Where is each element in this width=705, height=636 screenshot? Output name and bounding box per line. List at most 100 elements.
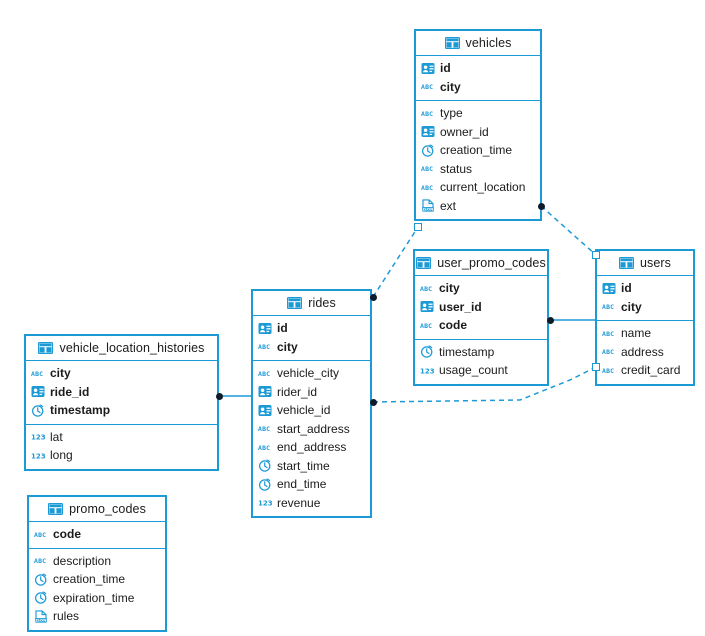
svg-text:ABC: ABC [602,303,614,311]
field-row-user_promo_codes-usage_count[interactable]: 123 usage_count [415,361,547,380]
field-label: description [53,553,112,568]
cardinality-square-vehicles-to-users-to [592,251,600,259]
svg-text:ABC: ABC [258,343,270,351]
entity-header-vehicles[interactable]: vehicles [416,31,540,56]
svg-text:ABC: ABC [421,165,433,173]
primary-key-section: ABC code [29,522,165,549]
field-row-user_promo_codes-user_id[interactable]: user_id [415,298,547,317]
abc-icon: ABC [34,528,48,541]
field-row-vehicles-current_location[interactable]: ABC current_location [416,178,540,197]
abc-icon: ABC [258,340,272,353]
field-row-vehicles-id[interactable]: id [416,59,540,78]
id-card-icon [258,404,272,417]
clock-icon [258,478,272,491]
json-icon: JSON [421,199,435,212]
field-label: usage_count [439,363,508,378]
field-row-user_promo_codes-code[interactable]: ABC code [415,316,547,335]
field-label: code [53,527,82,542]
id-card-icon [421,62,435,75]
entity-header-vehicle_location_histories[interactable]: vehicle_location_histories [26,336,217,361]
field-row-rides-end_time[interactable]: end_time [253,475,370,494]
field-row-rides-start_time[interactable]: start_time [253,457,370,476]
entity-header-users[interactable]: users [597,251,693,276]
entity-header-rides[interactable]: rides [253,291,370,316]
field-row-rides-vehicle_id[interactable]: vehicle_id [253,401,370,420]
table-icon [48,503,64,515]
field-row-promo_codes-creation_time[interactable]: creation_time [29,570,165,589]
field-row-user_promo_codes-timestamp[interactable]: timestamp [415,343,547,362]
field-row-vehicles-creation_time[interactable]: creation_time [416,141,540,160]
field-label: code [439,318,468,333]
field-label: id [621,281,632,296]
abc-icon: ABC [420,282,434,295]
svg-text:ABC: ABC [421,184,433,192]
field-row-promo_codes-expiration_time[interactable]: expiration_time [29,589,165,608]
abc-icon: ABC [421,162,435,175]
relationship-vehicles-to-users[interactable] [540,205,597,256]
field-row-rides-start_address[interactable]: ABC start_address [253,420,370,439]
field-row-vehicles-owner_id[interactable]: owner_id [416,123,540,142]
field-label: status [440,161,473,176]
field-row-vehicle_location_histories-ride_id[interactable]: ride_id [26,383,217,402]
entity-header-promo_codes[interactable]: promo_codes [29,497,165,522]
abc-icon: ABC [258,367,272,380]
svg-text:ABC: ABC [602,348,614,356]
field-label: current_location [440,180,526,195]
entity-header-user_promo_codes[interactable]: user_promo_codes [415,251,547,276]
field-row-promo_codes-code[interactable]: ABC code [29,525,165,544]
field-row-rides-rider_id[interactable]: rider_id [253,383,370,402]
svg-text:ABC: ABC [34,557,46,565]
field-label: ride_id [50,384,90,399]
field-row-promo_codes-description[interactable]: ABC description [29,552,165,571]
relationship-rides-to-vehicles[interactable] [372,226,419,298]
field-row-rides-id[interactable]: id [253,319,370,338]
svg-text:ABC: ABC [420,322,432,330]
abc-icon: ABC [258,422,272,435]
entity-title: users [639,256,672,270]
field-label: type [440,106,463,121]
json-icon: JSON [34,610,48,623]
table-icon [444,37,460,49]
field-row-rides-vehicle_city[interactable]: ABC vehicle_city [253,364,370,383]
field-label: long [50,448,73,463]
field-row-vehicles-status[interactable]: ABC status [416,160,540,179]
table-icon [287,297,303,309]
svg-text:123: 123 [258,500,272,508]
field-label: vehicle_city [277,366,340,381]
clock-icon [34,591,48,604]
field-label: city [440,79,461,94]
field-label: start_address [277,421,350,436]
field-row-vehicle_location_histories-timestamp[interactable]: timestamp [26,401,217,420]
relationship-line [372,226,419,298]
svg-text:ABC: ABC [420,285,432,293]
svg-text:123: 123 [420,367,434,375]
field-label: name [621,326,652,341]
abc-icon: ABC [258,441,272,454]
field-row-users-id[interactable]: id [597,279,693,298]
